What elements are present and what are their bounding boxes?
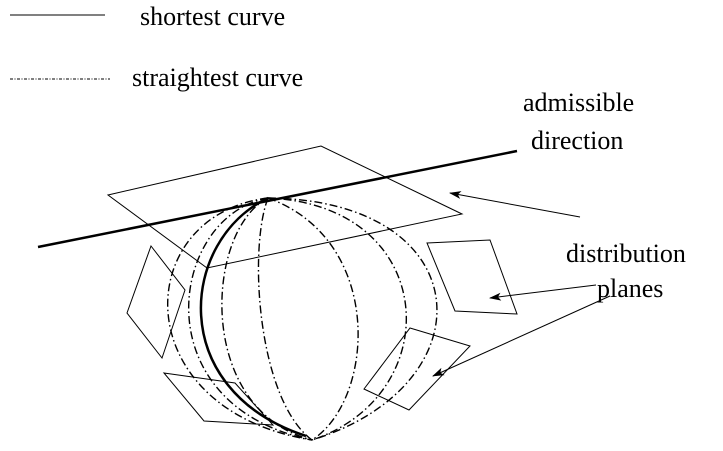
straightest-curve bbox=[257, 197, 313, 441]
admissible-direction-line bbox=[37, 149, 518, 249]
distribution-plane-right bbox=[426, 239, 518, 315]
shortest-curve bbox=[199, 196, 307, 438]
straightest-curve bbox=[221, 197, 313, 441]
legend: shortest curve straightest curve bbox=[10, 2, 303, 92]
straightest-curve bbox=[188, 197, 313, 441]
straightest-curve bbox=[267, 197, 407, 441]
straightest-curve bbox=[167, 197, 313, 441]
legend-shortest-label: shortest curve bbox=[140, 2, 285, 31]
admissible-direction-label-line2: direction bbox=[531, 126, 623, 155]
pointer-arrows bbox=[432, 191, 611, 377]
legend-straightest-label: straightest curve bbox=[132, 63, 303, 92]
straightest-curve bbox=[267, 197, 359, 441]
straightest-curves bbox=[167, 197, 438, 441]
admissible-direction-label-line1: admissible bbox=[523, 88, 634, 117]
arrow-to-bottom-right-plane bbox=[432, 295, 611, 377]
distribution-plane-bottom-left bbox=[162, 372, 275, 426]
distribution-planes-label-line2: planes bbox=[597, 274, 663, 303]
distribution-plane-bottom-right bbox=[363, 327, 471, 411]
tangent-plane bbox=[106, 145, 464, 269]
distribution-planes-label-line1: distribution bbox=[566, 239, 686, 268]
arrow-to-tangent-plane bbox=[449, 191, 581, 218]
distribution-plane-left bbox=[126, 244, 186, 360]
arrow-to-right-plane bbox=[489, 284, 597, 301]
straightest-curve bbox=[267, 197, 438, 441]
